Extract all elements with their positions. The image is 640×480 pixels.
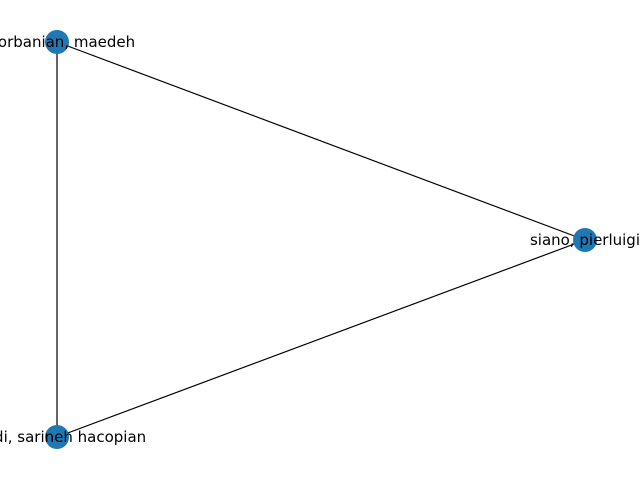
node-siano[interactable] (573, 228, 597, 252)
labels-layer: ghorbanian, maedeh siano, pierluigi asad… (0, 33, 640, 446)
edges-layer (56, 41, 586, 438)
edge-asadi-siano (56, 239, 586, 438)
node-asadi[interactable] (45, 425, 69, 449)
nodes-layer (45, 30, 597, 449)
node-label-asadi: asadi, sarineh hacopian (0, 428, 146, 446)
node-label-ghorbanian: ghorbanian, maedeh (0, 33, 135, 51)
node-label-siano: siano, pierluigi (530, 231, 640, 249)
node-ghorbanian[interactable] (45, 30, 69, 54)
edge-ghorbanian-siano (56, 41, 586, 241)
